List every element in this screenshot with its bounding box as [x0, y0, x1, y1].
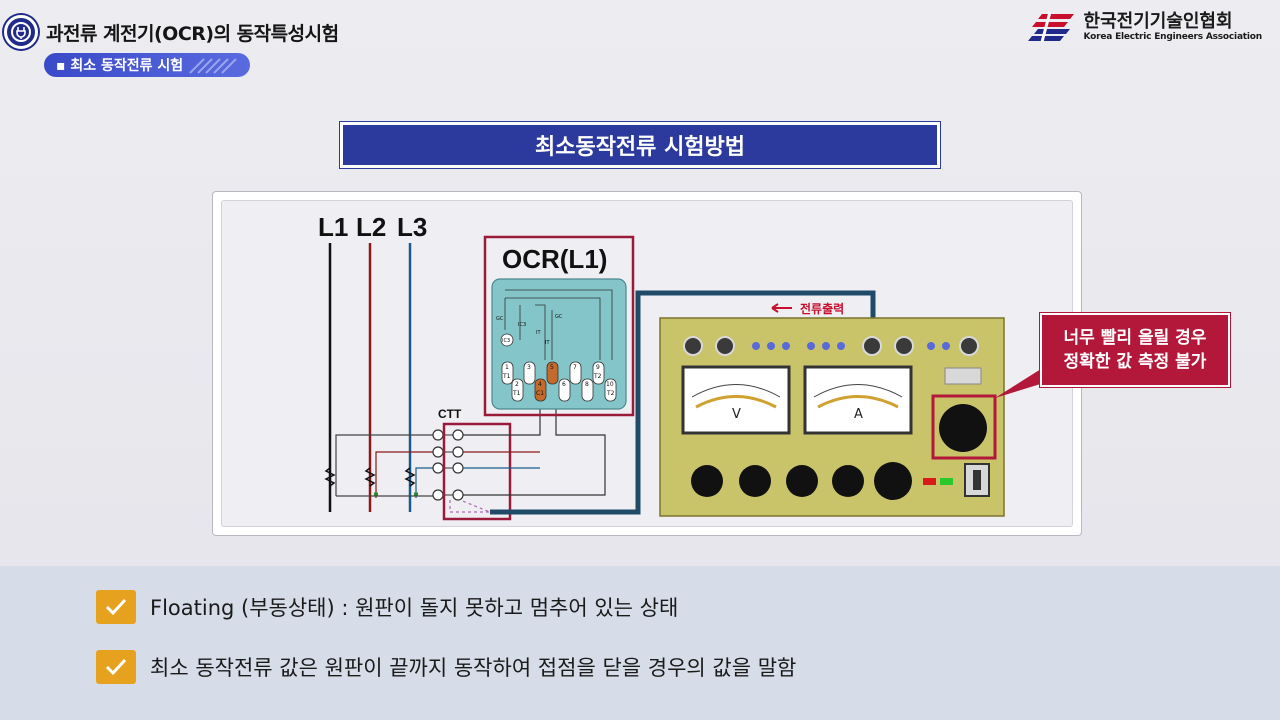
ocr-term-label-t2a: T2	[593, 373, 602, 380]
ocr-terminal-9	[592, 361, 605, 385]
ocr-ic3-text: IC3	[502, 338, 510, 344]
test-set-terminal-3	[862, 336, 882, 356]
stripes-decoration	[189, 58, 237, 74]
ct-coil-l2	[364, 467, 376, 487]
indicator-green	[940, 478, 953, 485]
plug-icon	[4, 15, 38, 49]
ocr-term-label-8: 8	[585, 381, 589, 388]
ocr-term-label-t2b: T2	[606, 390, 615, 397]
ocr-terminal-5	[546, 361, 559, 385]
ocr-ic3-coil	[500, 333, 514, 347]
ct-coil-l1	[324, 467, 336, 487]
voltmeter	[681, 365, 791, 435]
notes-area	[0, 566, 1280, 720]
test-set-knob-3	[786, 465, 818, 497]
output-cable	[490, 290, 876, 515]
ct-coils	[324, 467, 416, 487]
test-set-knob-5	[874, 462, 912, 500]
ocr-term-label-9: 9	[596, 364, 600, 371]
ocr-terminal-1	[501, 361, 514, 385]
note-item-min-current: 최소 동작전류 값은 원판이 끝까지 동작하여 접점을 닫을 경우의 값을 말함	[96, 650, 796, 684]
test-set-terminal-2	[715, 336, 735, 356]
current-knob-highlight	[931, 394, 997, 460]
checkmark-icon	[96, 650, 136, 684]
ctt-label: CTT	[438, 407, 462, 421]
ocr-gc-text-b: GC	[555, 314, 563, 320]
ocr-it-text-b: IT	[545, 340, 550, 346]
ocr-term-label-t1b: T1	[512, 390, 521, 397]
test-set-display	[944, 367, 982, 385]
ocr-terminal-8	[581, 378, 594, 402]
callout-line-2: 정확한 값 측정 불가	[1063, 352, 1207, 372]
brand-name: 한국전기기술인협회	[1083, 11, 1233, 32]
ocr-terminal-4	[534, 378, 547, 402]
callout-line-1: 너무 빨리 올릴 경우	[1063, 328, 1207, 348]
test-set-knob-2	[739, 465, 771, 497]
current-adjust-knob	[939, 404, 987, 452]
ocr-term-label-t1a: T1	[502, 373, 511, 380]
test-set-terminal-4	[894, 336, 914, 356]
ocr-terminal-3	[523, 361, 536, 385]
kea-logo-icon	[1027, 12, 1074, 42]
ammeter-label: A	[854, 407, 863, 422]
subtitle-badge: ▪ 최소 동작전류 시험	[44, 53, 250, 77]
ocr-term-label-c1: C1	[536, 390, 544, 397]
test-set-terminal-5	[959, 336, 979, 356]
ctt-terminal-4a	[432, 489, 444, 501]
ctt-terminal-3b	[452, 462, 464, 474]
indicator-red	[923, 478, 936, 485]
test-set-knob-1	[691, 465, 723, 497]
page-title: 과전류 계전기(OCR)의 동작특성시험	[46, 22, 339, 45]
line-label-l2: L2	[356, 212, 386, 242]
ocr-ic3-text-b: IC3	[518, 322, 526, 328]
subtitle-label: ▪ 최소 동작전류 시험	[56, 58, 184, 74]
ocr-terminal-7	[569, 361, 582, 385]
ocr-terminal-6	[558, 378, 571, 402]
test-set-terminal-1	[683, 336, 703, 356]
ctt-highlight-box	[442, 422, 512, 521]
ocr-term-label-3: 3	[527, 364, 531, 371]
ocr-highlight-box	[483, 235, 635, 417]
ctt-terminal-4b	[452, 489, 464, 501]
ctt-terminal-1b	[452, 429, 464, 441]
ctt-terminal-2a	[432, 446, 444, 458]
ammeter	[803, 365, 913, 435]
note-text-floating: Floating (부동상태) : 원판이 돌지 못하고 멈추어 있는 상태	[150, 596, 679, 620]
ctt-terminal-1a	[432, 429, 444, 441]
brand-name-en: Korea Electric Engineers Association	[1083, 32, 1263, 42]
ocr-term-label-5: 5	[550, 364, 554, 371]
ctt-terminal-2b	[452, 446, 464, 458]
header: 과전류 계전기(OCR)의 동작특성시험	[4, 14, 339, 50]
ctt-terminal-3a	[432, 462, 444, 474]
left-arrow-icon	[771, 303, 792, 313]
checkmark-icon	[96, 590, 136, 624]
warning-callout: 너무 빨리 올릴 경우 정확한 값 측정 불가	[1040, 313, 1230, 387]
test-set-knob-4	[832, 465, 864, 497]
note-item-floating: Floating (부동상태) : 원판이 돌지 못하고 멈추어 있는 상태	[96, 590, 678, 624]
ocr-term-label-10: 10	[606, 381, 614, 388]
ocr-gc-text-a: GC	[496, 316, 504, 322]
ocr-term-label-1: 1	[505, 364, 509, 371]
ocr-term-label-4: 4	[538, 381, 542, 388]
ocr-term-label-7: 7	[573, 364, 577, 371]
ocr-term-label-2: 2	[515, 381, 519, 388]
note-text-min-current: 최소 동작전류 값은 원판이 끝까지 동작하여 접점을 닫을 경우의 값을 말함	[150, 656, 797, 680]
ocr-it-text-a: IT	[536, 330, 541, 336]
ocr-terminal-10	[604, 378, 617, 402]
brand-logo: 한국전기기술인협회 Korea Electric Engineers Assoc…	[1027, 11, 1263, 42]
line-label-l1: L1	[318, 212, 348, 242]
line-label-l3: L3	[397, 212, 427, 242]
diagram-panel	[212, 191, 1082, 536]
section-title: 최소동작전류 시험방법	[340, 122, 940, 168]
output-label: 전류출력	[800, 301, 844, 316]
ocr-label: OCR(L1)	[502, 244, 607, 274]
voltmeter-label: V	[732, 407, 741, 422]
ocr-term-label-6: 6	[562, 381, 566, 388]
ct-coil-l3	[404, 467, 416, 487]
ocr-terminal-2	[511, 378, 524, 402]
